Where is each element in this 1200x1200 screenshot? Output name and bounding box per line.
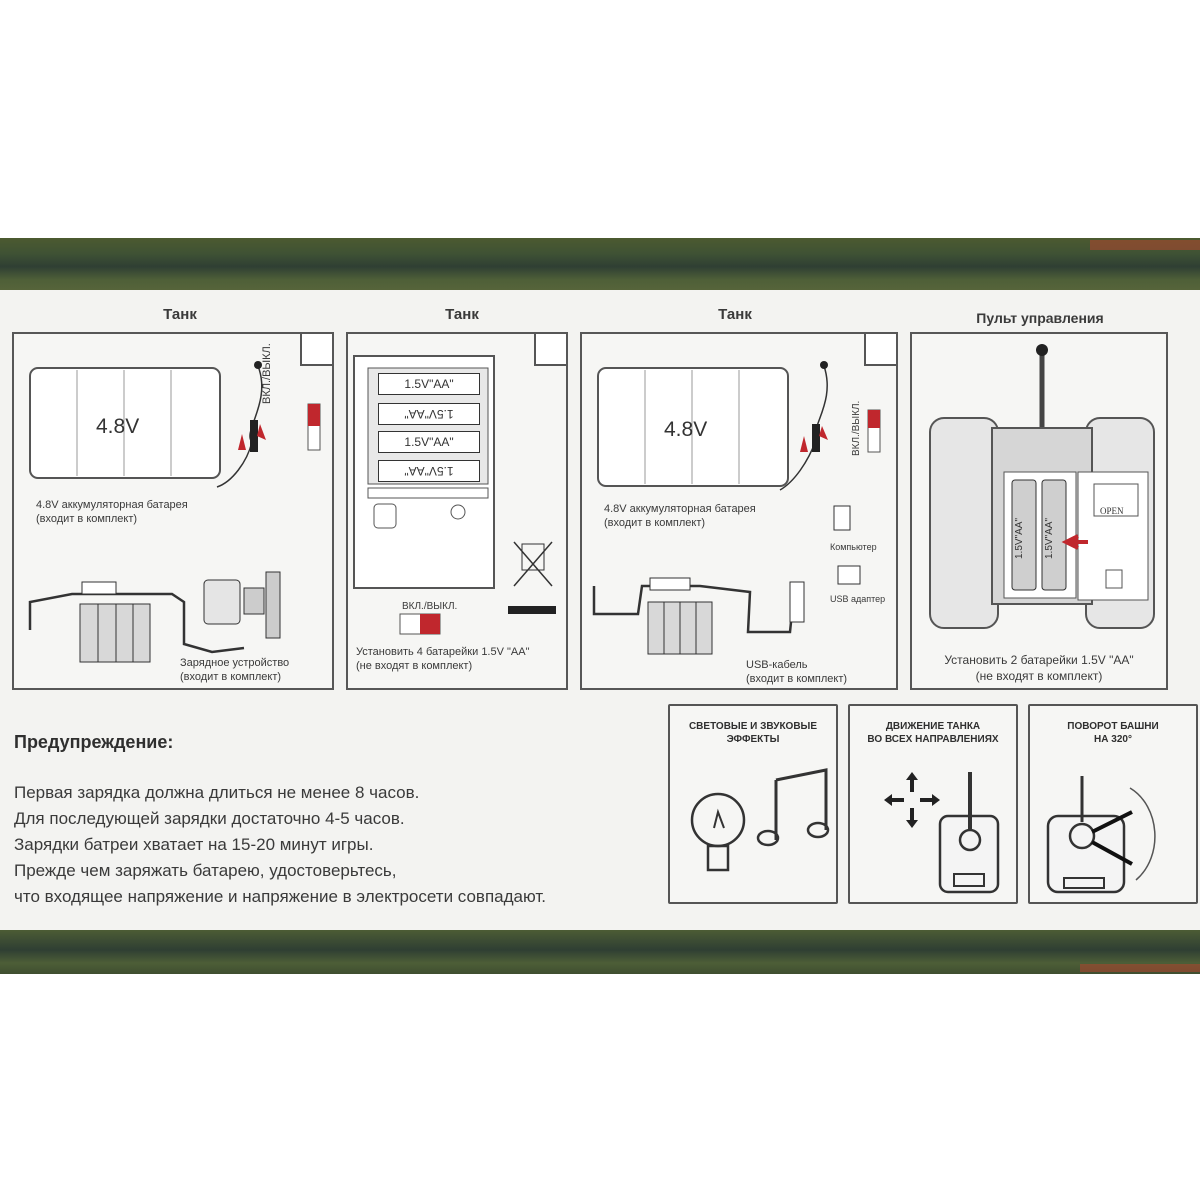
feature-title-line: ВО ВСЕХ НАПРАВЛЕНИЯХ: [867, 734, 999, 745]
caption-line: USB-кабель: [746, 659, 808, 671]
panel-3-title: Танк: [718, 306, 752, 323]
caption-line: 4.8V аккумуляторная батарея: [36, 499, 188, 511]
panel-1-illustration: [28, 361, 321, 663]
caption-line: (не входят в комплект): [975, 669, 1103, 683]
aa-cell: 1.5V"AA": [378, 403, 480, 425]
corner-mark: [864, 334, 896, 366]
aa-cell: 1.5V"AA": [378, 460, 480, 482]
feature-title-line: ПОВОРОТ БАШНИ: [1067, 721, 1159, 732]
caption-line: Установить 2 батарейки 1.5V "AA": [944, 653, 1134, 667]
feature-title-line: НА 320°: [1094, 734, 1132, 745]
feature-title-line: ЭФФЕКТЫ: [726, 734, 780, 745]
computer-label: Компьютер: [830, 542, 877, 552]
warning-line: Первая зарядка должна длиться не менее 8…: [14, 783, 420, 802]
warning-line: Зарядки батреи хватает на 15-20 минут иг…: [14, 835, 374, 854]
corner-mark: [534, 334, 566, 366]
batteries-caption: Установить 4 батарейки 1.5V "AA" (не вхо…: [356, 645, 529, 673]
feature-title: ПОВОРОТ БАШНИ НА 320°: [1030, 720, 1196, 746]
aa-cell: 1.5V"AA": [1014, 517, 1025, 559]
feature-tank-movement: ДВИЖЕНИЕ ТАНКА ВО ВСЕХ НАПРАВЛЕНИЯХ: [848, 704, 1018, 904]
feature-title: ДВИЖЕНИЕ ТАНКА ВО ВСЕХ НАПРАВЛЕНИЯХ: [850, 720, 1016, 746]
warning-title: Предупреждение:: [14, 732, 174, 752]
warning-line: Прежде чем заряжать батарею, удостоверьт…: [14, 861, 397, 880]
turret-rotate-icon: [1046, 776, 1156, 894]
caption-line: (входит в комплект): [36, 513, 138, 525]
open-label: OPEN: [1100, 506, 1124, 516]
switch-label: ВКЛ./ВЫКЛ.: [261, 343, 273, 404]
battery-caption: 4.8V аккумуляторная батарея (входит в ко…: [36, 498, 188, 526]
caption-line: 4.8V аккумуляторная батарея: [604, 503, 756, 515]
caption-line: (входит в комплект): [746, 673, 848, 685]
panel-4-title: Пульт управления: [976, 310, 1104, 326]
usb-adapter-label: USB адаптер: [830, 594, 886, 604]
battery-caption: 4.8V аккумуляторная батарея (входит в ко…: [604, 502, 756, 530]
aa-cell: 1.5V"AA": [1044, 517, 1055, 559]
caption-line: (не входят в комплект): [356, 660, 473, 672]
feature-turret-rotation: ПОВОРОТ БАШНИ НА 320°: [1028, 704, 1198, 904]
corner-mark: [300, 334, 332, 366]
caption-line: (входит в комплект): [180, 671, 282, 683]
packaging-bottom-band: [0, 930, 1200, 974]
lightbulb-music-icon: [690, 768, 830, 872]
remote-caption: Установить 2 батарейки 1.5V "AA" (не вхо…: [925, 652, 1153, 684]
warning-line: что входящее напряжение и напряжение в э…: [14, 887, 546, 906]
tank-move-icon: [884, 772, 1000, 894]
warning-line: Для последующей зарядки достаточно 4-5 ч…: [14, 809, 405, 828]
feature-title-line: СВЕТОВЫЕ И ЗВУКОВЫЕ: [688, 721, 818, 732]
switch-label: ВКЛ./ВЫКЛ.: [851, 400, 862, 456]
usb-cable-caption: USB-кабель (входит в комплект): [746, 658, 847, 686]
panel-3-illustration: [592, 361, 881, 655]
panel-2-title: Танк: [445, 306, 479, 323]
caption-line: (входит в комплект): [604, 517, 706, 529]
battery-voltage: 4.8V: [96, 415, 140, 438]
switch-label: ВКЛ./ВЫКЛ.: [402, 601, 458, 612]
panel-1-title: Танк: [163, 306, 197, 323]
warning-text: Первая зарядка должна длиться не менее 8…: [14, 780, 546, 910]
caption-line: Зарядное устройство: [180, 657, 290, 669]
aa-cell: 1.5V"AA": [378, 373, 480, 395]
charger-caption: Зарядное устройство (входит в комплект): [180, 656, 289, 684]
panel-4-illustration: [929, 344, 1155, 629]
feature-title: СВЕТОВЫЕ И ЗВУКОВЫЕ ЭФФЕКТЫ: [670, 720, 836, 746]
caption-line: Установить 4 батарейки 1.5V "AA": [356, 646, 530, 658]
feature-light-sound: СВЕТОВЫЕ И ЗВУКОВЫЕ ЭФФЕКТЫ: [668, 704, 838, 904]
packaging-top-band: [0, 238, 1200, 290]
aa-cell: 1.5V"AA": [378, 431, 480, 453]
battery-voltage: 4.8V: [664, 418, 708, 441]
feature-title-line: ДВИЖЕНИЕ ТАНКА: [885, 721, 981, 732]
